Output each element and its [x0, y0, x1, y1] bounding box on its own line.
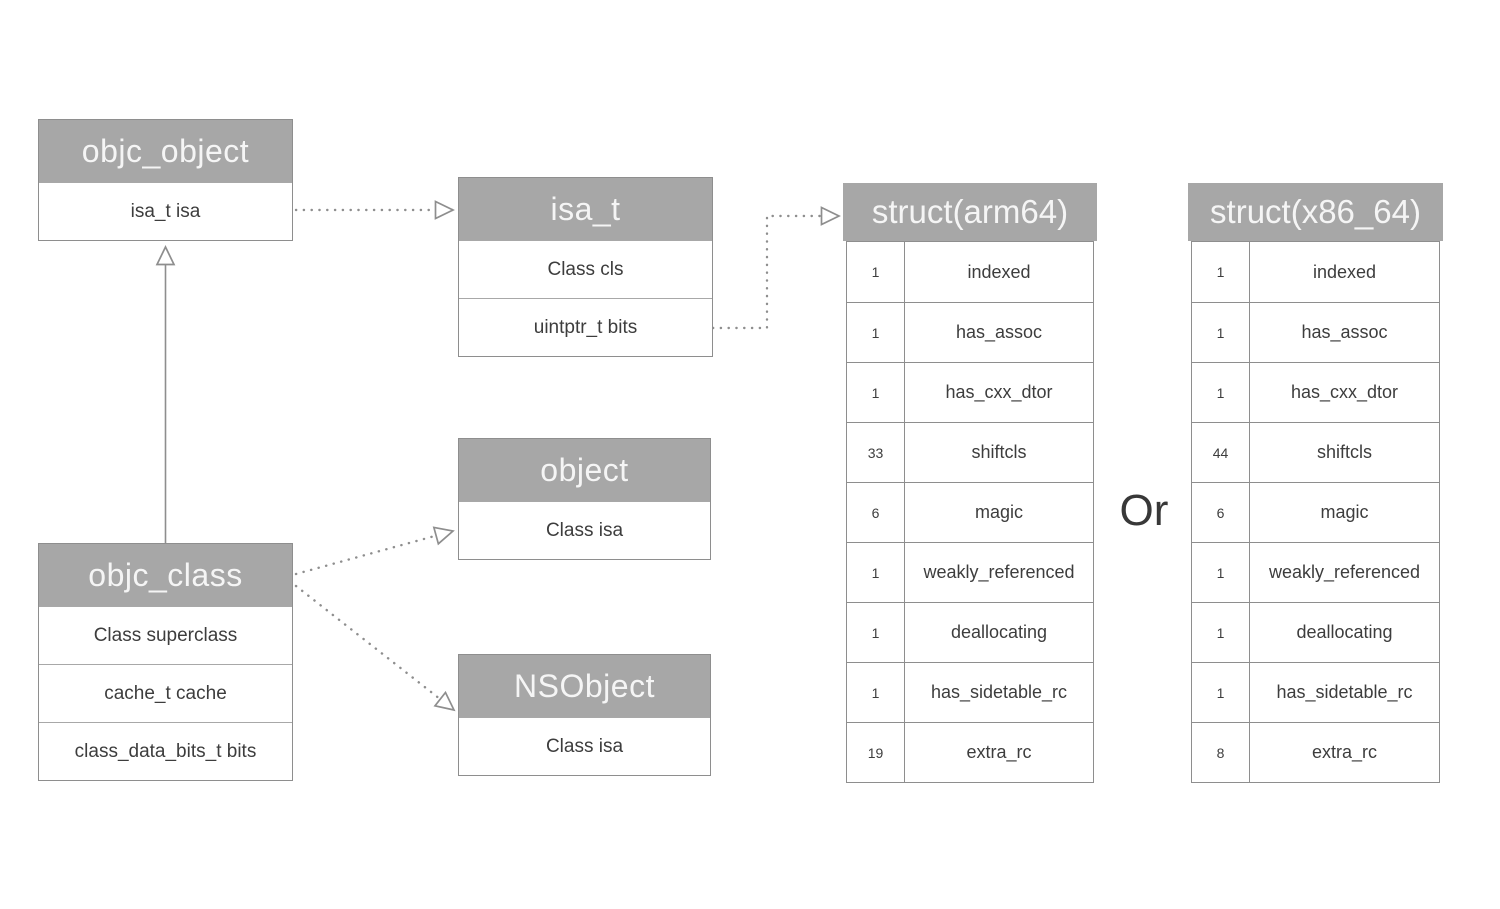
struct-row: 1 indexed: [1192, 242, 1439, 302]
bitfield-name: has_cxx_dtor: [1290, 382, 1399, 402]
class-title-objc-class: objc_class: [39, 544, 292, 606]
field-object-class-isa: Class isa: [459, 501, 710, 559]
struct-table-x86-64: struct(x86_64) 1 indexed 1 has_assoc 1 h…: [1188, 183, 1443, 783]
bits-count: 1: [1192, 663, 1250, 722]
struct-row: 1 has_sidetable_rc: [1192, 662, 1439, 722]
field-isa-t-isa: isa_t isa: [39, 182, 292, 240]
bitfield-name: weakly_referenced: [1268, 562, 1421, 582]
struct-body-arm64: 1 indexed 1 has_assoc 1 has_cxx_dtor 33 …: [846, 241, 1094, 783]
struct-title-x86-64: struct(x86_64): [1188, 183, 1443, 241]
field-class-superclass: Class superclass: [39, 606, 292, 664]
struct-row: 6 magic: [1192, 482, 1439, 542]
class-title-isa-t: isa_t: [459, 178, 712, 240]
bitfield-name: shiftcls: [971, 442, 1027, 462]
struct-row: 1 deallocating: [847, 602, 1093, 662]
struct-row: 1 weakly_referenced: [847, 542, 1093, 602]
bits-count: 33: [847, 423, 905, 482]
field-class-cls: Class cls: [459, 240, 712, 298]
field-uintptr-t-bits: uintptr_t bits: [459, 298, 712, 356]
bits-count: 8: [1192, 723, 1250, 782]
bitfield-name: has_cxx_dtor: [945, 382, 1053, 402]
class-box-object: object Class isa: [458, 438, 711, 560]
bits-count: 1: [1192, 303, 1250, 362]
bits-count: 1: [847, 242, 905, 302]
bits-count: 1: [847, 363, 905, 422]
struct-row: 1 has_cxx_dtor: [847, 362, 1093, 422]
or-label: Or: [1119, 486, 1169, 535]
field-nsobject-class-isa: Class isa: [459, 717, 710, 775]
bitfield-name: extra_rc: [966, 742, 1032, 762]
bitfield-name: magic: [974, 502, 1023, 522]
struct-row: 33 shiftcls: [847, 422, 1093, 482]
bits-count: 1: [847, 543, 905, 602]
bitfield-name: indexed: [967, 261, 1031, 282]
class-box-objc-object: objc_object isa_t isa: [38, 119, 293, 241]
bitfield-name: has_sidetable_rc: [1276, 682, 1413, 702]
struct-title-arm64: struct(arm64): [843, 183, 1097, 241]
struct-row: 6 magic: [847, 482, 1093, 542]
bits-count: 1: [1192, 242, 1250, 302]
bits-count: 1: [1192, 603, 1250, 662]
struct-row: 1 has_sidetable_rc: [847, 662, 1093, 722]
bitfield-name: has_sidetable_rc: [930, 682, 1068, 702]
struct-row: 1 has_cxx_dtor: [1192, 362, 1439, 422]
struct-row: 19 extra_rc: [847, 722, 1093, 782]
field-class-data-bits: class_data_bits_t bits: [39, 722, 292, 780]
struct-row: 1 deallocating: [1192, 602, 1439, 662]
struct-row: 8 extra_rc: [1192, 722, 1439, 782]
struct-row: 1 weakly_referenced: [1192, 542, 1439, 602]
class-title-nsobject: NSObject: [459, 655, 710, 717]
bitfield-name: indexed: [1312, 261, 1377, 282]
class-box-nsobject: NSObject Class isa: [458, 654, 711, 776]
bitfield-name: shiftcls: [1316, 442, 1372, 462]
struct-table-arm64: struct(arm64) 1 indexed 1 has_assoc 1 ha…: [843, 183, 1097, 783]
bitfield-name: has_assoc: [955, 322, 1043, 342]
struct-row: 1 has_assoc: [1192, 302, 1439, 362]
arrow-uintptr-bits-to-struct-arm64: [711, 206, 841, 330]
struct-row: 1 indexed: [847, 242, 1093, 302]
struct-row: 1 has_assoc: [847, 302, 1093, 362]
bits-count: 1: [847, 303, 905, 362]
bitfield-name: deallocating: [950, 622, 1048, 642]
class-title-object: object: [459, 439, 710, 501]
bits-count: 6: [847, 483, 905, 542]
bitfield-name: magic: [1320, 502, 1369, 522]
class-title-objc-object: objc_object: [39, 120, 292, 182]
class-box-objc-class: objc_class Class superclass cache_t cach…: [38, 543, 293, 781]
bitfield-name: has_assoc: [1301, 322, 1388, 342]
bits-count: 1: [1192, 543, 1250, 602]
bits-count: 6: [1192, 483, 1250, 542]
struct-row: 44 shiftcls: [1192, 422, 1439, 482]
bits-count: 1: [1192, 363, 1250, 422]
arrow-objc-class-to-object: [294, 526, 455, 576]
bits-count: 44: [1192, 423, 1250, 482]
field-cache-t-cache: cache_t cache: [39, 664, 292, 722]
bits-count: 19: [847, 723, 905, 782]
bits-count: 1: [847, 603, 905, 662]
bitfield-name: extra_rc: [1311, 742, 1378, 762]
bitfield-name: weakly_referenced: [923, 562, 1075, 582]
class-box-isa-t: isa_t Class cls uintptr_t bits: [458, 177, 713, 357]
bits-count: 1: [847, 663, 905, 722]
struct-body-x86-64: 1 indexed 1 has_assoc 1 has_cxx_dtor 44 …: [1191, 241, 1440, 783]
arrow-objc-class-to-nsobject: [294, 584, 456, 712]
bitfield-name: deallocating: [1296, 622, 1393, 642]
